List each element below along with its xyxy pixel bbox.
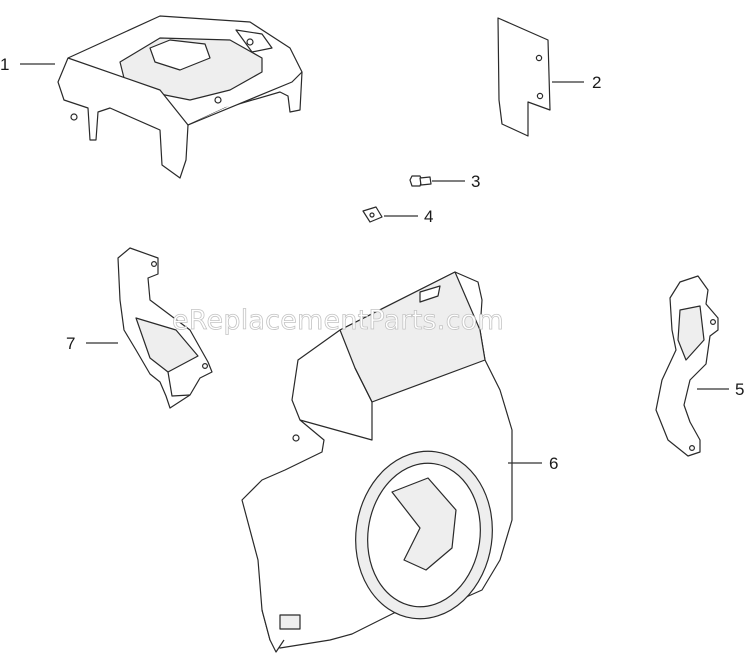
part-3-screw	[409, 175, 432, 187]
part-4-nut	[362, 206, 383, 223]
callout-1: 1	[0, 55, 10, 74]
part-6-blower-housing	[241, 271, 513, 653]
part-1-top-shroud	[57, 15, 303, 179]
watermark-text: eReplacementParts.com	[172, 305, 504, 337]
callout-5: 5	[735, 380, 745, 399]
part-2-baffle-plate	[497, 17, 551, 137]
callout-3: 3	[471, 172, 481, 191]
callout-6: 6	[549, 454, 559, 473]
callout-4: 4	[424, 207, 434, 226]
part-5-side-baffle	[655, 275, 719, 457]
callout-2: 2	[592, 73, 602, 92]
callout-7: 7	[66, 334, 76, 353]
part-7-side-baffle	[117, 247, 213, 409]
